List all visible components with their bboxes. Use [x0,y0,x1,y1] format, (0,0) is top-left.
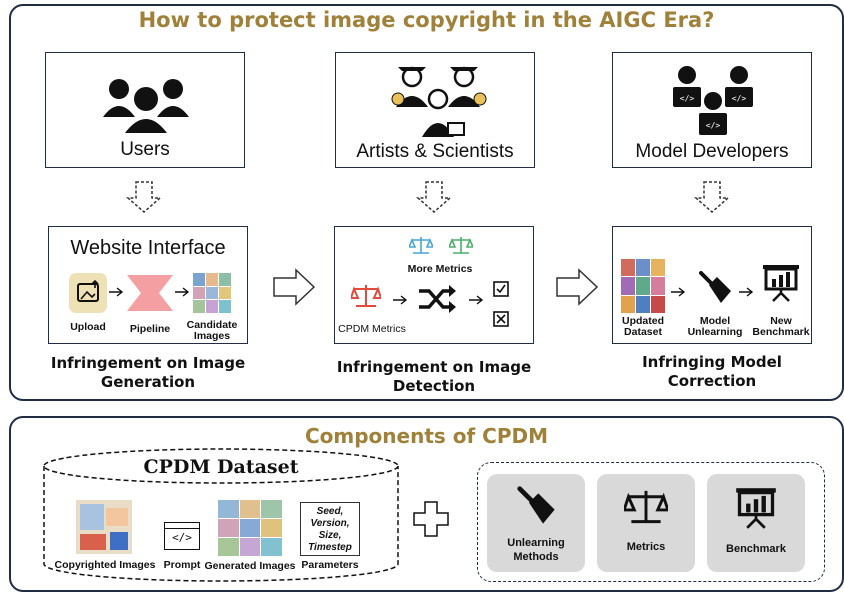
unlearning-methods-label-2: Methods [513,551,559,563]
correction-caption-1: Infringing Model [642,353,782,371]
cpdm-metrics-label: CPDM Metrics [338,323,406,335]
benchmark-card: Benchmark [707,474,805,572]
candidate-images-thumbnail [193,273,231,313]
bottom-title: Components of CPDM [304,424,549,448]
unlearning-methods-card: Unlearning Methods [487,474,585,572]
parameters-label: Parameters [301,559,359,571]
updated-label-2: Dataset [624,326,662,338]
dataset-title: CPDM Dataset [143,456,299,478]
updated-dataset-thumbnail [621,259,665,313]
metrics-card: Metrics [597,474,695,572]
copyrighted-label: Copyrighted Images [54,559,156,571]
param-seed: Seed, [316,506,344,517]
detection-box: More Metrics CPDM Metrics [334,226,534,344]
right-arrow-icon [556,268,599,306]
scale-green-icon [449,237,473,254]
brush-icon [517,486,555,524]
artists-box: Artists & Scientists [335,52,535,168]
pipeline-label: Pipeline [129,323,171,335]
arrow-icon [469,295,484,305]
upload-label: Upload [70,321,106,333]
arrow-icon [393,295,408,305]
users-box: Users [45,52,245,168]
benchmark-label: Benchmark [726,543,786,555]
artists-scientists-icon [391,66,487,137]
benchmark-label-1: New [770,315,792,327]
checkbox-cross-icon [493,311,509,327]
right-arrow-icon [273,268,316,306]
candidate-label-2: Images [193,330,231,342]
detection-caption-2: Detection [392,377,476,395]
down-arrow-icon [416,181,452,213]
correction-box: Updated Dataset Model Unlearning New Ben… [612,226,812,344]
components-group [477,462,825,582]
benchmark-label-2: Benchmark [752,326,810,338]
scale-icon [624,490,668,524]
down-arrow-icon [694,181,730,213]
generation-box: Website Interface Upload Pipeline Candid… [48,226,248,344]
generation-caption-2: Generation [100,373,196,391]
param-size: Size, [318,530,342,541]
arrow-icon [109,287,124,297]
developers-icon: </> </> </> [673,66,753,135]
copyrighted-images-thumbnail [76,500,132,554]
more-metrics-label: More Metrics [407,263,473,275]
correction-caption-2: Correction [667,372,757,390]
scale-red-icon [351,285,381,307]
parameters-box: Seed, Version, Size, Timestep [300,502,360,556]
unlearning-label-2: Unlearning [687,326,743,338]
benchmark-icon [763,265,799,302]
detection-caption-1: Infringement on Image [336,358,532,376]
generated-images-thumbnail [218,500,282,556]
arrow-icon [671,287,686,297]
param-version: Version, [310,518,350,529]
svg-text:</>: </> [680,94,695,103]
svg-text:</>: </> [706,121,721,130]
top-title: How to protect image copyright in the AI… [138,8,715,32]
down-arrow-icon [126,181,162,213]
checkbox-checked-icon [493,281,509,297]
unlearning-methods-label-1: Unlearning [507,537,565,549]
plus-icon [413,501,449,537]
dataset-cylinder [43,448,399,582]
generation-caption-1: Infringement on Image [50,354,246,372]
pipeline-icon [127,275,173,311]
updated-label-1: Updated [622,315,664,327]
developers-box: </> </> </> Model Developers [612,52,812,168]
metrics-label: Metrics [626,541,666,553]
param-timestep: Timestep [308,542,352,553]
shuffle-icon [419,285,456,313]
upload-icon [69,273,107,313]
prompt-icon: </> [164,522,200,550]
unlearning-label-1: Model [699,315,731,327]
users-icon [103,79,189,133]
website-interface-heading: Website Interface [70,237,226,259]
developers-label: Model Developers [635,141,789,162]
scale-blue-icon [409,237,433,254]
benchmark-icon [736,488,776,529]
svg-text:</>: </> [732,94,747,103]
artists-label: Artists & Scientists [356,141,514,162]
arrow-icon [175,287,190,297]
candidate-label-1: Candidate [186,319,238,331]
brush-icon [699,271,731,303]
generated-label: Generated Images [204,560,296,572]
users-label: Users [120,139,170,160]
arrow-icon [739,287,754,297]
prompt-label: Prompt [163,559,201,571]
